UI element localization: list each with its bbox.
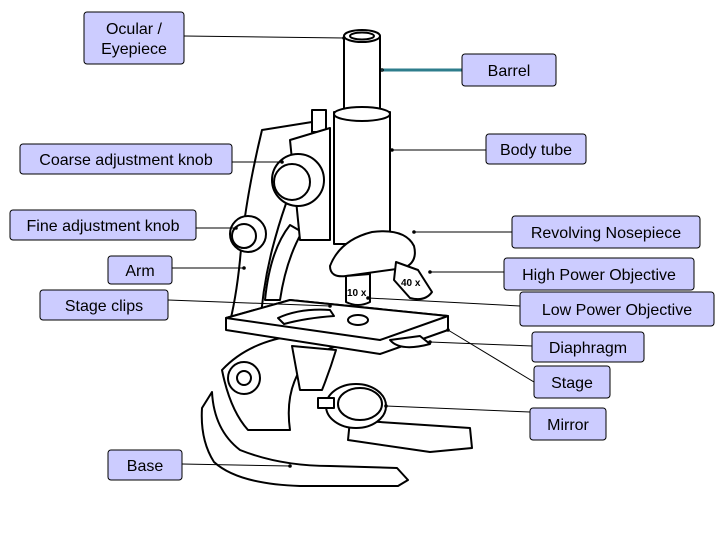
arm-label-text: Arm — [125, 263, 154, 280]
body-tube-label-box — [485, 133, 587, 165]
stage-top — [225, 299, 449, 341]
stage-leader-end — [446, 328, 450, 332]
objective-low-drawn — [345, 273, 371, 306]
fine-adjustment-knob-label-text: Fine adjustment knob — [27, 218, 180, 235]
high-power-objective-label: High Power Objective — [503, 257, 695, 291]
fine-adjustment-knob-leader-end — [234, 226, 238, 230]
diaphragm-label: Diaphragm — [531, 331, 645, 363]
diaphragm-drawn — [389, 335, 431, 349]
stage-label-box — [533, 365, 611, 399]
mirror-leader-line — [385, 405, 531, 413]
fine-adjustment-knob-label: Fine adjustment knob — [9, 209, 197, 241]
ocular-eyepiece-label-box — [83, 11, 185, 65]
stage-clips-label-box — [39, 289, 169, 321]
low-power-objective-label-text: Low Power Objective — [542, 302, 692, 319]
low-power-objective-label-box — [519, 291, 715, 327]
diaphragm-leader-line — [429, 341, 533, 347]
coarse-adjustment-knob-label-box — [19, 143, 233, 175]
arm-top — [311, 109, 327, 133]
ocular-eyepiece-leader-end — [342, 36, 346, 40]
microscope-drawing: 10 x 40 x — [200, 29, 473, 487]
body-tube-label-text: Body tube — [500, 142, 572, 159]
leader-lines — [167, 35, 535, 468]
low-power-objective-leader-end — [366, 296, 370, 300]
fine-adjustment-knob-label-box — [9, 209, 197, 241]
stage-clips-label-text: Stage clips — [65, 298, 143, 315]
stage-leader-line — [447, 329, 535, 383]
body-tube-leader-end — [390, 148, 394, 152]
coarse-adjustment-knob-label: Coarse adjustment knob — [19, 143, 233, 175]
barrel-label: Barrel — [461, 53, 557, 87]
barrel-leader-end — [380, 68, 384, 72]
low-power-objective-label: Low Power Objective — [519, 291, 715, 327]
stage-support — [291, 345, 337, 391]
mirror-label-text: Mirror — [547, 417, 589, 434]
arm-slot — [264, 224, 303, 301]
arm-label-box — [107, 255, 173, 285]
stage-clips-leader-line — [167, 299, 331, 307]
stage-clip-drawn — [277, 308, 335, 325]
mirror-face — [337, 387, 383, 421]
objective-low-mark: 10 x — [347, 288, 367, 299]
coarse-adjustment-knob-label-text: Coarse adjustment knob — [39, 152, 213, 169]
diaphragm-label-text: Diaphragm — [549, 340, 627, 357]
revolving-nosepiece-label: Revolving Nosepiece — [511, 215, 701, 249]
mirror-label: Mirror — [529, 407, 607, 441]
arm-leader-end — [242, 266, 246, 270]
objective-high-drawn — [393, 261, 433, 301]
base-label-box — [107, 449, 183, 481]
arm-label: Arm — [107, 255, 173, 285]
mirror-post — [317, 397, 335, 409]
ocular-eyepiece-label-text: Eyepiece — [101, 41, 167, 58]
diaphragm-leader-end — [428, 340, 432, 344]
stage-label-text: Stage — [551, 375, 593, 392]
diaphragm-label-box — [531, 331, 645, 363]
revolving-nosepiece-label-text: Revolving Nosepiece — [531, 225, 681, 242]
high-power-objective-leader-end — [428, 270, 432, 274]
mirror-label-box — [529, 407, 607, 441]
barrel-label-text: Barrel — [488, 63, 531, 80]
base-leader-end — [288, 464, 292, 468]
mirror-leader-end — [384, 404, 388, 408]
base-label-text: Base — [127, 458, 164, 475]
low-power-objective-leader-line — [367, 297, 521, 307]
nosepiece-drawn — [329, 230, 416, 278]
ocular-eyepiece-leader-line — [183, 35, 345, 39]
pillar-knob-center — [236, 370, 252, 386]
body-tube-drawn — [333, 111, 391, 245]
coarse-knob-face — [273, 163, 311, 201]
ocular-rim — [349, 31, 375, 41]
stage-clips-label: Stage clips — [39, 289, 169, 321]
base-label: Base — [107, 449, 183, 481]
objective-high-mark: 40 x — [401, 278, 421, 289]
ocular-eyepiece-label: Ocular / Eyepiece — [83, 11, 185, 65]
high-power-objective-label-box — [503, 257, 695, 291]
revolving-nosepiece-leader-end — [412, 230, 416, 234]
stage-aperture — [347, 314, 369, 326]
stage-clips-leader-end — [328, 304, 332, 308]
barrel-drawn — [343, 35, 381, 115]
barrel-label-box — [461, 53, 557, 87]
coarse-adjustment-knob-leader-end — [280, 160, 284, 164]
base-leader-line — [181, 463, 291, 467]
body-tube-label: Body tube — [485, 133, 587, 165]
base-rear-arm — [347, 419, 473, 453]
ocular-eyepiece-label-text: Ocular / — [106, 21, 163, 38]
stage-label: Stage — [533, 365, 611, 399]
base-foot — [200, 391, 409, 487]
revolving-nosepiece-label-box — [511, 215, 701, 249]
tube-collar — [333, 106, 391, 122]
fine-knob-face — [231, 223, 257, 249]
high-power-objective-label-text: High Power Objective — [522, 267, 676, 284]
